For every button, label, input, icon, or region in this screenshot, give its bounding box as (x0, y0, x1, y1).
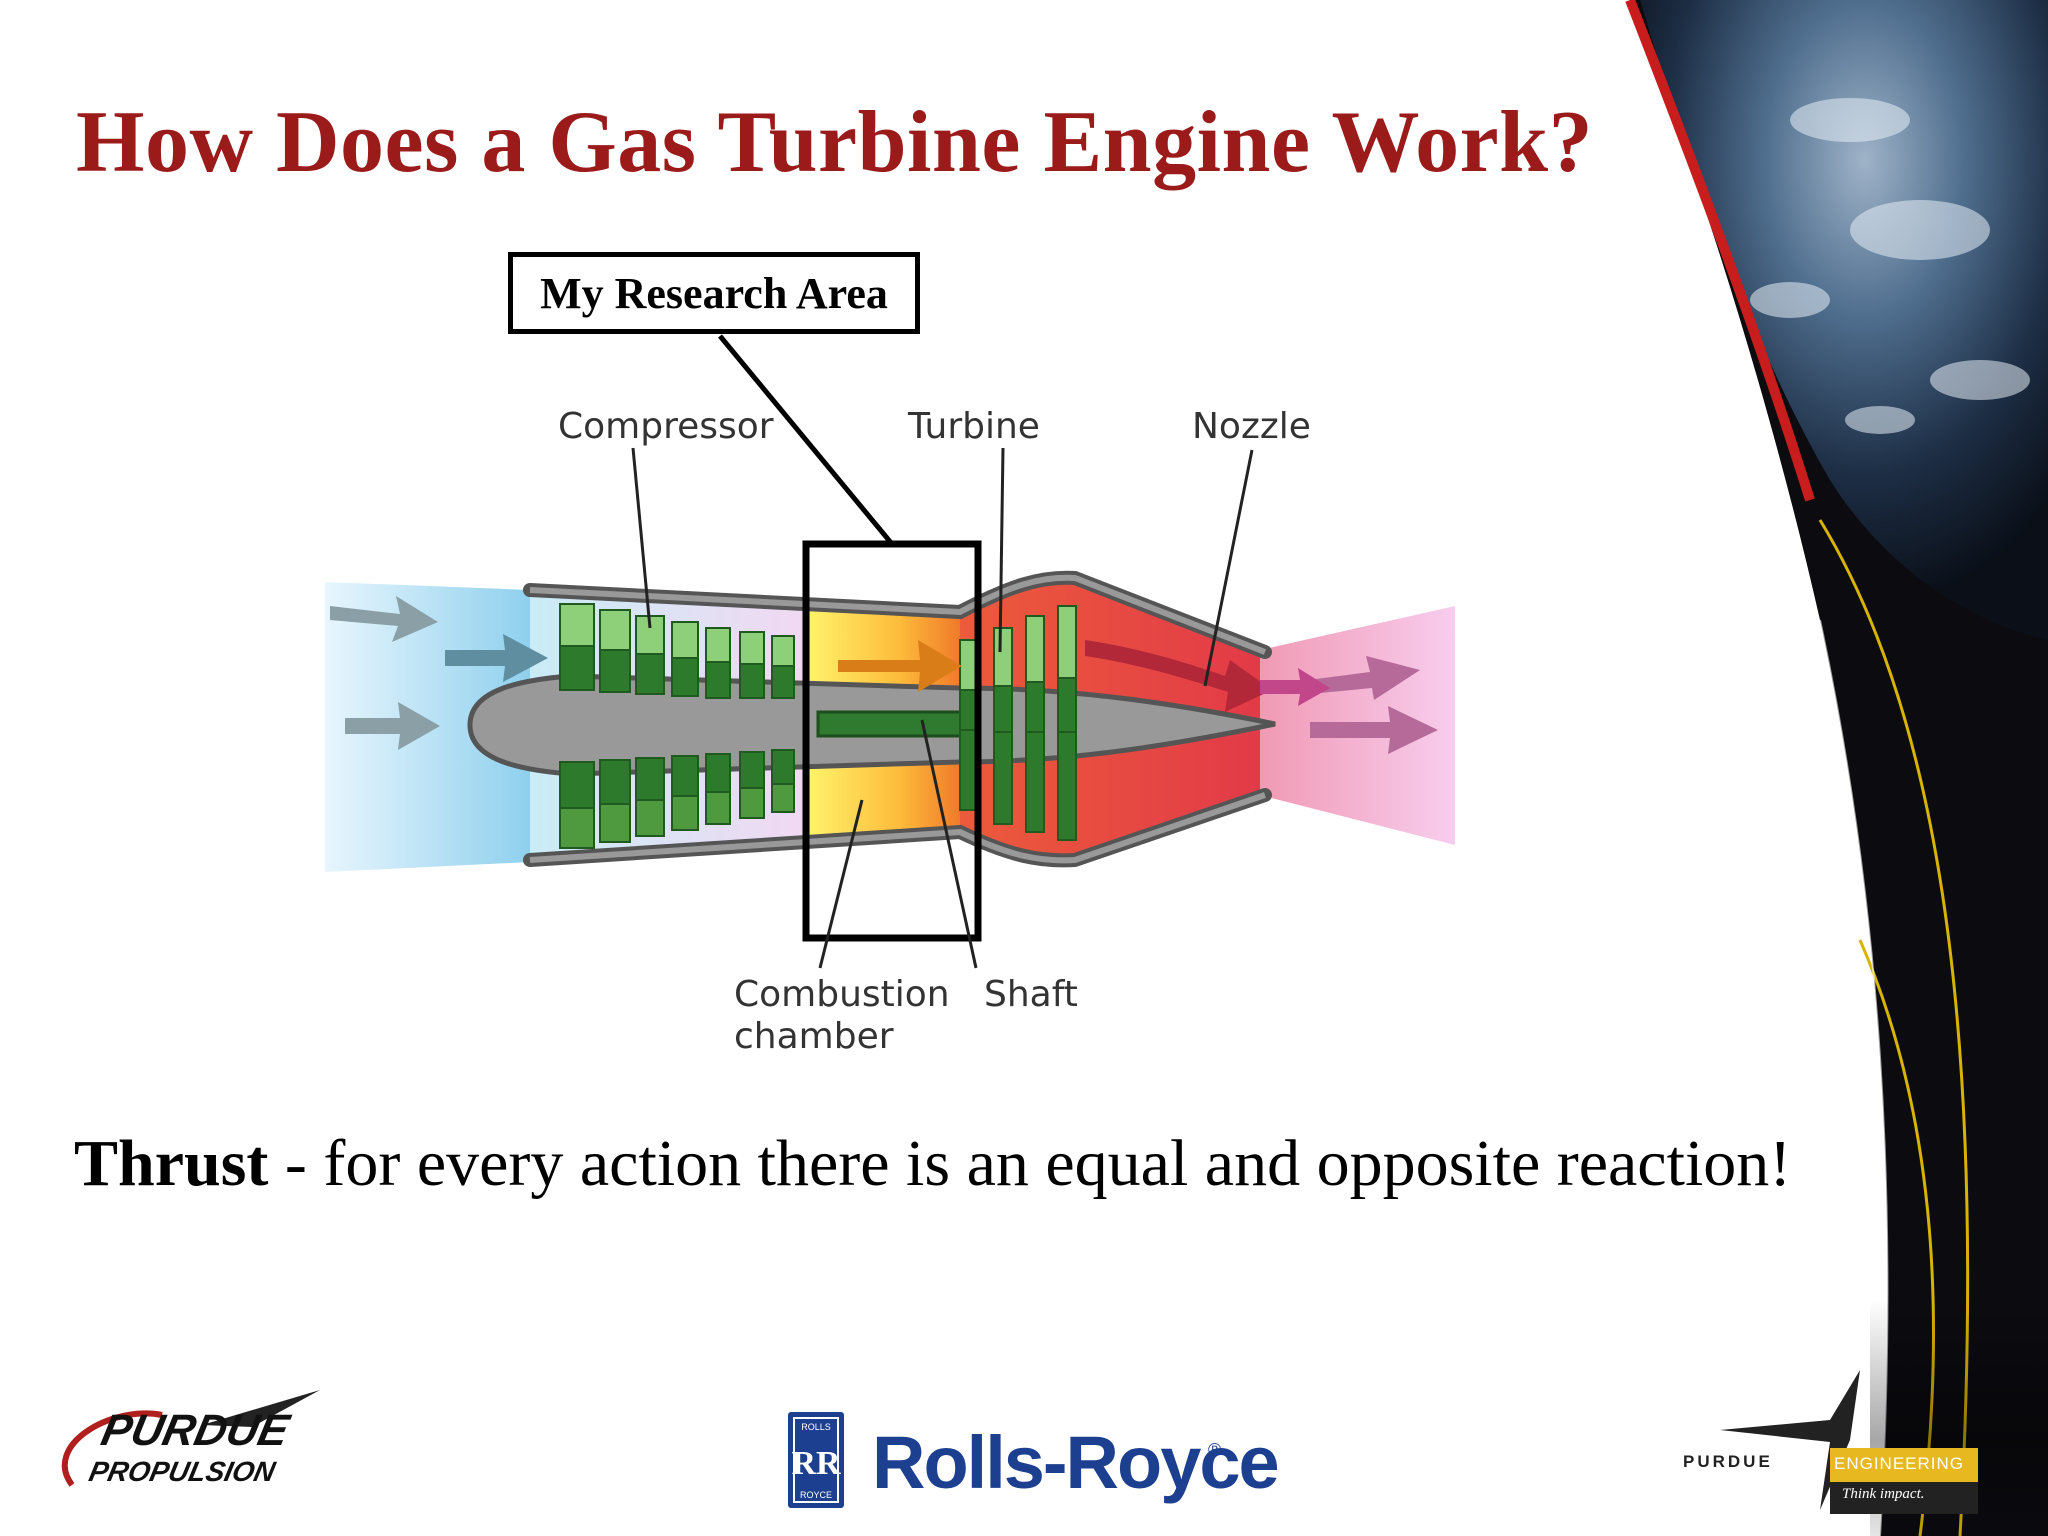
purdue-propulsion-line2: PROPULSION (86, 1455, 278, 1487)
purdue-propulsion-logo: PURDUE PROPULSION (61, 1390, 320, 1487)
nozzle-leader (1203, 449, 1254, 687)
compressor-blades (559, 603, 795, 849)
thrust-explanation: - for every action there is an equal and… (268, 1127, 1792, 1200)
turbine-exhaust-arrow (1085, 640, 1272, 712)
turbine-leader (998, 447, 1005, 653)
svg-text:ROLLS: ROLLS (801, 1422, 831, 1432)
research-area-callout: My Research Area (508, 252, 920, 334)
turbine-label: Turbine (907, 406, 1040, 447)
purdue-propulsion-line1: PURDUE (97, 1406, 294, 1454)
purdue-engineering-tagline: Think impact. (1842, 1486, 1925, 1502)
svg-text:RR: RR (791, 1445, 841, 1482)
rolls-royce-registered-mark: ® (1208, 1440, 1222, 1460)
compressor-leader (631, 447, 652, 629)
purdue-engineering-purdue: PURDUE (1683, 1452, 1773, 1471)
callout-leader-line (718, 334, 894, 546)
combustion-label-line2: chamber (734, 1016, 894, 1057)
rolls-royce-wordmark: Rolls-Royce (872, 1421, 1280, 1504)
exhaust-arrows (1260, 656, 1438, 754)
purdue-engineering-logo (1720, 1370, 1978, 1514)
combustion-leader (818, 799, 864, 969)
shaft-leader (920, 719, 978, 969)
shaft-rod (816, 710, 970, 738)
combustion-arrow (838, 640, 962, 692)
thrust-statement: Thrust - for every action there is an eq… (74, 1126, 1791, 1202)
research-area-label: My Research Area (540, 268, 888, 318)
page-title: How Does a Gas Turbine Engine Work? (76, 94, 1594, 191)
thrust-term: Thrust (74, 1127, 269, 1200)
rolls-royce-badge: ROLLS RR ROYCE (788, 1412, 844, 1508)
earth-shape (1640, 0, 2048, 640)
svg-text:ROYCE: ROYCE (800, 1490, 832, 1500)
turbine-blades (959, 605, 1077, 841)
shaft-label: Shaft (984, 974, 1078, 1015)
purdue-engineering-eng: ENGINEERING (1834, 1454, 1965, 1473)
inlet-arrows (330, 596, 548, 750)
compressor-label: Compressor (558, 406, 774, 447)
nozzle-label: Nozzle (1192, 406, 1311, 447)
combustion-label-line1: Combustion (734, 974, 950, 1015)
